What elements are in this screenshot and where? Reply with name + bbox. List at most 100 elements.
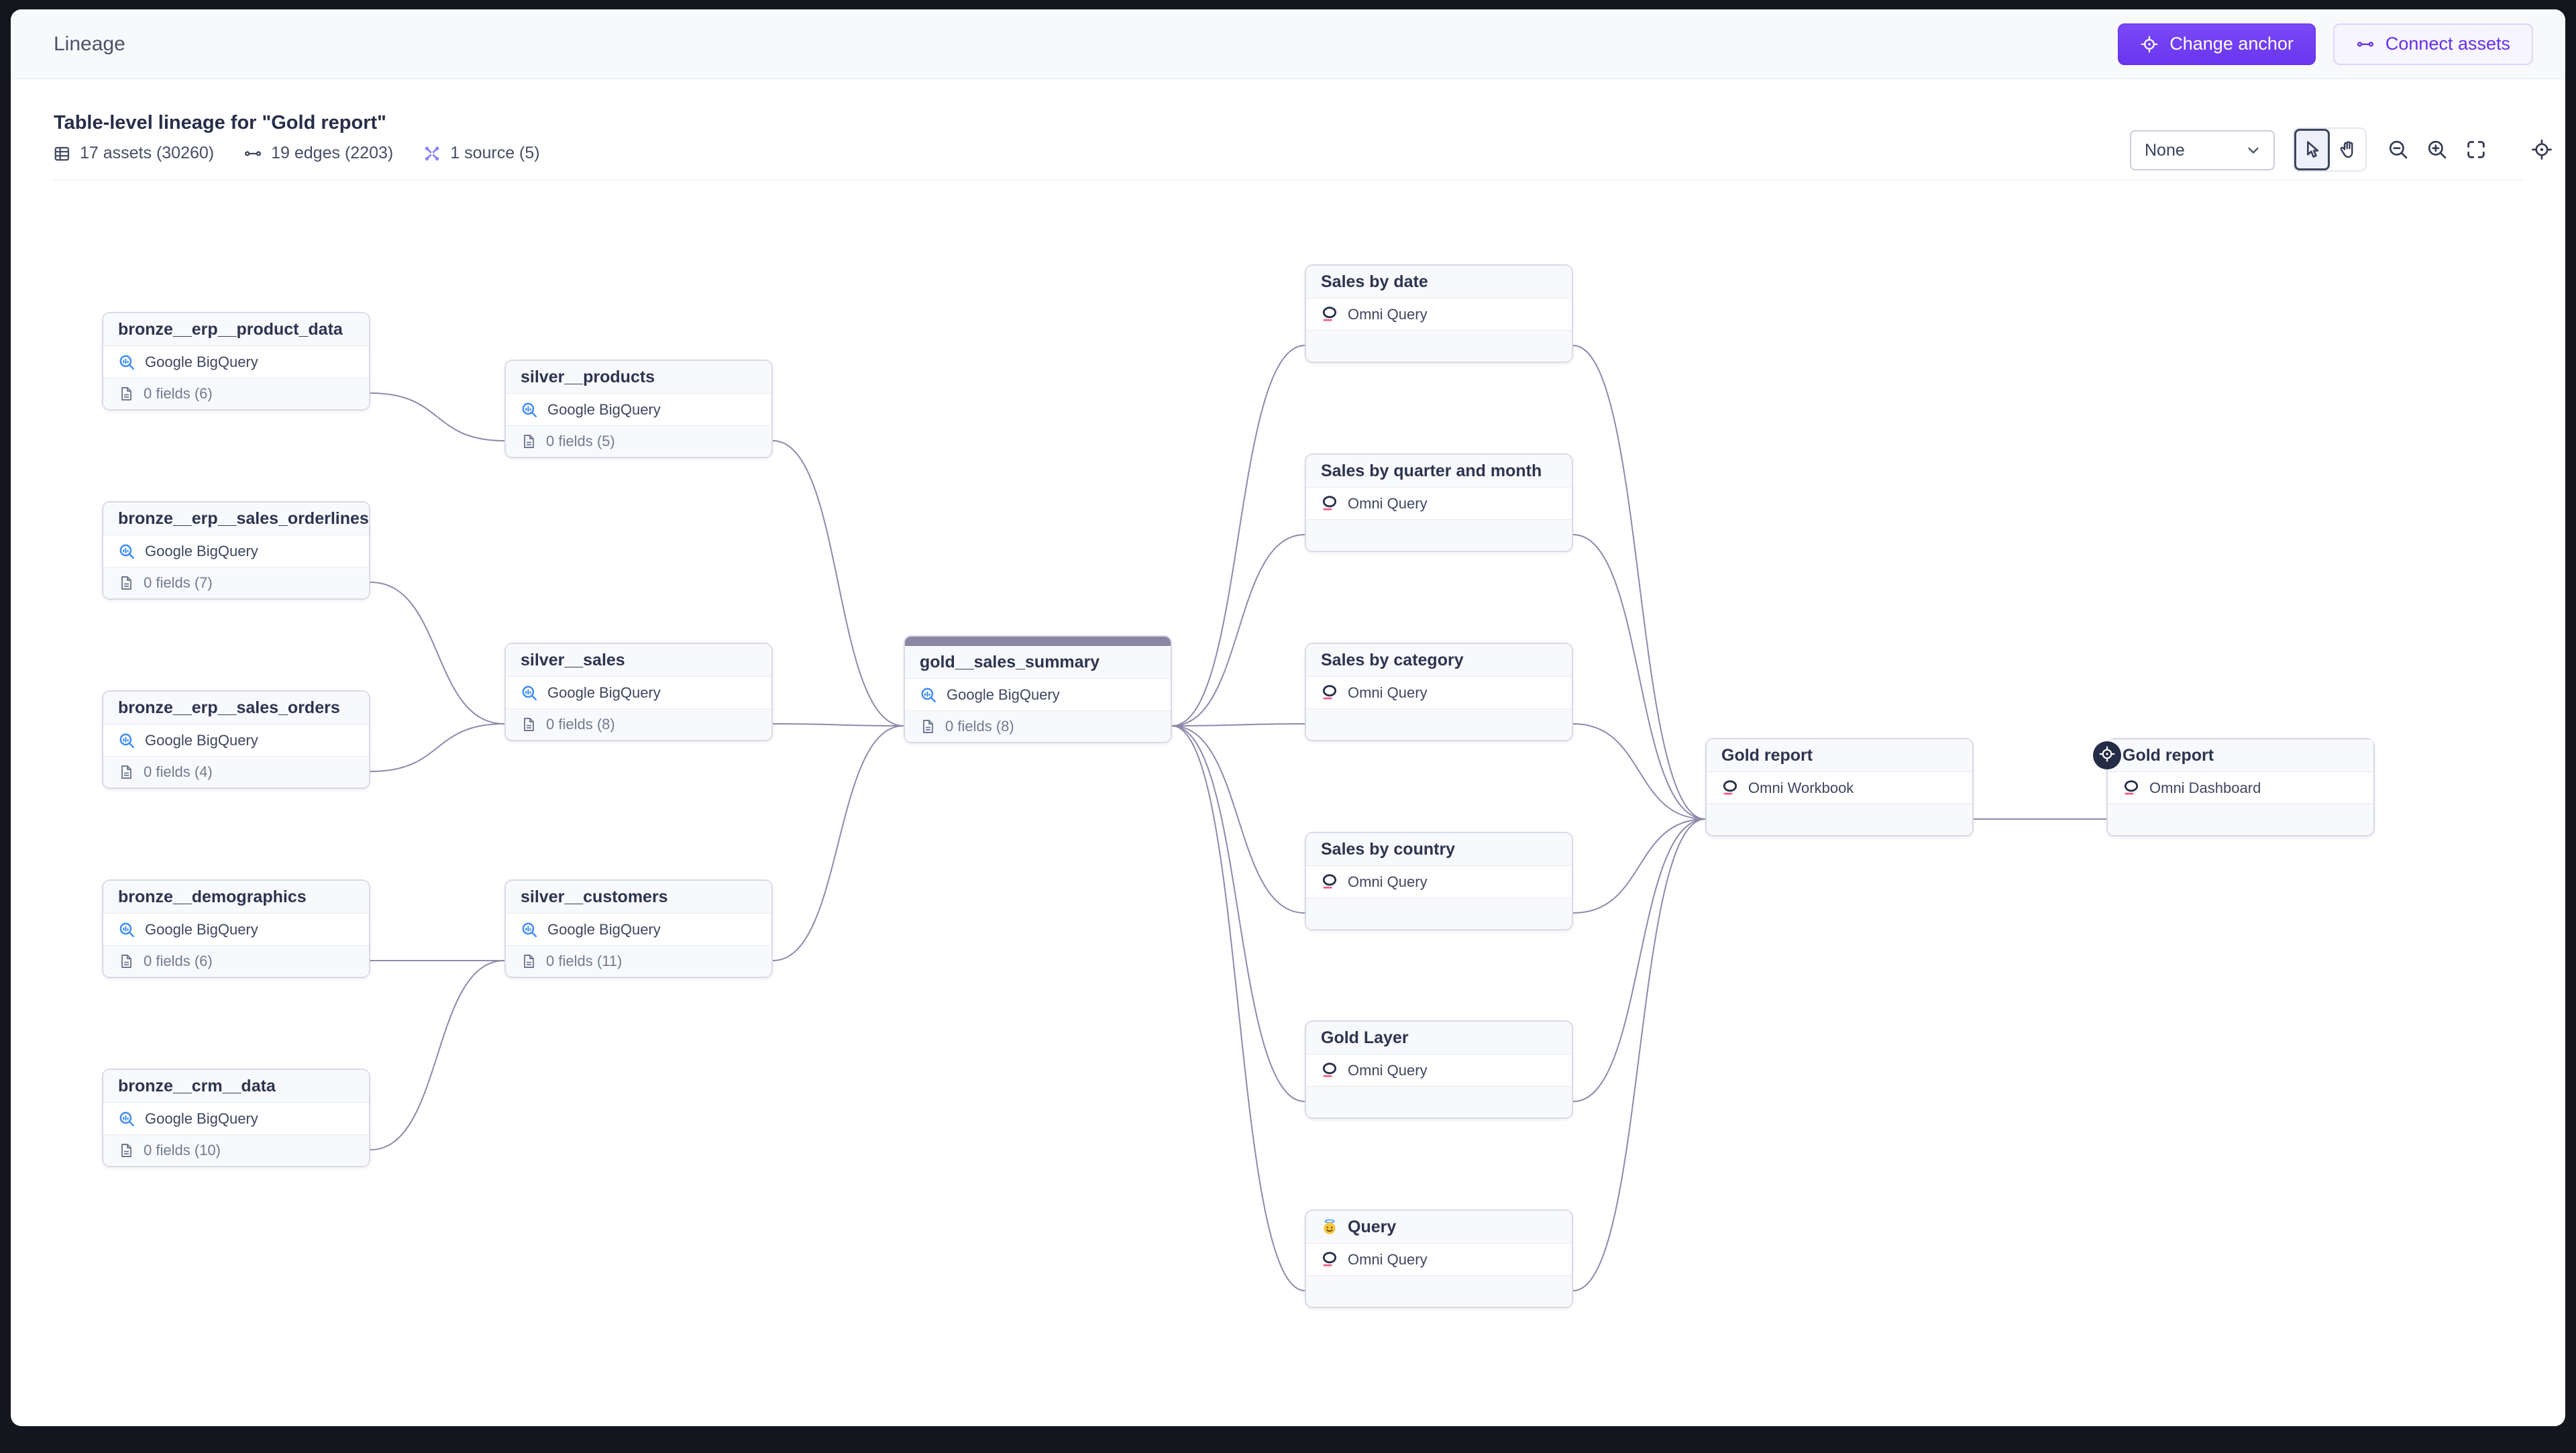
- stat-label: 19 edges (2203): [271, 144, 394, 162]
- lineage-edge: [1572, 818, 1706, 914]
- zoom-out-icon: [2387, 138, 2410, 161]
- node-title: Gold Layer: [1321, 1028, 1409, 1047]
- cursor-tool-button[interactable]: [2294, 129, 2330, 170]
- connect-assets-button[interactable]: Connect assets: [2332, 23, 2533, 65]
- node-connector-label: Google BigQuery: [547, 684, 661, 701]
- group-by-select[interactable]: None: [2130, 130, 2275, 170]
- node-connector-row: Omni Query: [1306, 298, 1572, 330]
- node-title: Sales by category: [1321, 650, 1464, 669]
- node-title-row: Gold Layer: [1306, 1022, 1572, 1054]
- node-fields-label: 0 fields (7): [144, 574, 213, 591]
- node-fields-label: 0 fields (5): [546, 433, 615, 449]
- node-title-row: bronze__crm__data: [103, 1070, 369, 1102]
- bigquery-icon: [521, 401, 538, 419]
- omni-icon: [1321, 873, 1338, 891]
- lineage-edge: [370, 392, 505, 441]
- locate-icon: [2530, 138, 2553, 161]
- zoom-out-button[interactable]: [2385, 137, 2411, 162]
- node-empty-row: [2108, 804, 2373, 835]
- fields-icon: [521, 953, 537, 969]
- node-connector-label: Google BigQuery: [145, 920, 258, 938]
- zoom-in-button[interactable]: [2424, 137, 2450, 162]
- omni-icon: [1321, 495, 1338, 513]
- node-fields-row[interactable]: 0 fields (6): [103, 945, 369, 977]
- fields-icon: [521, 716, 537, 733]
- zoom-in-icon: [2426, 138, 2449, 161]
- lineage-edge: [1572, 534, 1706, 820]
- node-connector-row: Google BigQuery: [103, 345, 369, 378]
- pan-tool-button[interactable]: [2330, 129, 2365, 170]
- canvas-tools: [2385, 137, 2555, 162]
- stat-item: 1 source (5): [423, 144, 540, 163]
- source-split-icon: [423, 144, 441, 163]
- node-connector-row: Omni Query: [1306, 487, 1572, 519]
- node-title-row: bronze__erp__sales_orderlines: [103, 502, 369, 535]
- bigquery-icon: [521, 921, 538, 938]
- lineage-title: Table-level lineage for "Gold report": [54, 112, 386, 133]
- node-title-row: bronze__erp__sales_orders: [103, 692, 369, 724]
- lineage-edge: [1572, 818, 1706, 1102]
- node-title-row: Sales by date: [1306, 266, 1572, 298]
- node-connector-row: Omni Workbook: [1707, 771, 1972, 804]
- node-fields-row[interactable]: 0 fields (8): [905, 710, 1171, 742]
- node-title-row: Sales by country: [1306, 833, 1572, 865]
- node-title: silver__customers: [521, 887, 668, 906]
- change-anchor-button[interactable]: Change anchor: [2118, 23, 2316, 65]
- node-title: Gold report: [2123, 746, 2214, 765]
- anchor-node-badge: [2093, 741, 2121, 769]
- node-title: bronze__erp__sales_orderlines: [118, 508, 369, 528]
- cursor-icon: [2302, 139, 2323, 160]
- node-title: Query: [1348, 1217, 1397, 1236]
- fields-icon: [521, 433, 537, 449]
- node-fields-row[interactable]: 0 fields (11): [506, 945, 771, 977]
- bigquery-icon: [118, 921, 136, 938]
- lineage-edge: [1171, 345, 1305, 726]
- node-fields-row[interactable]: 0 fields (5): [506, 425, 771, 457]
- node-fields-row[interactable]: 0 fields (6): [103, 378, 369, 409]
- lineage-stats: 17 assets (30260) 19 edges (2203) 1 source…: [52, 144, 540, 163]
- node-connector-label: Google BigQuery: [145, 353, 258, 370]
- node-fields-label: 0 fields (8): [945, 718, 1014, 735]
- node-fields-row[interactable]: 0 fields (8): [506, 708, 771, 740]
- node-fields-row[interactable]: 0 fields (10): [103, 1134, 369, 1166]
- fields-icon: [118, 575, 134, 591]
- fit-view-button[interactable]: [2463, 137, 2489, 162]
- lineage-edge: [370, 960, 505, 1150]
- node-connector-label: Omni Query: [1348, 873, 1428, 890]
- node-title: bronze__erp__product_data: [118, 319, 343, 339]
- node-fields-row[interactable]: 0 fields (4): [103, 756, 369, 788]
- omni-icon: [2123, 779, 2140, 797]
- stat-label: 17 assets (30260): [80, 144, 215, 162]
- node-fields-row[interactable]: 0 fields (7): [103, 567, 369, 598]
- node-connector-row: Google BigQuery: [103, 535, 369, 567]
- node-connector-label: Google BigQuery: [145, 1110, 258, 1127]
- chevron-down-icon: [2244, 141, 2263, 160]
- locate-anchor-button[interactable]: [2529, 137, 2555, 162]
- lineage-edge: [1171, 534, 1305, 726]
- bigquery-icon: [920, 686, 937, 704]
- node-fields-label: 0 fields (10): [144, 1142, 221, 1159]
- node-title-row: gold__sales_summary: [905, 646, 1171, 678]
- node-title-row: Sales by category: [1306, 644, 1572, 676]
- lineage-edge: [1572, 723, 1706, 820]
- fields-icon: [920, 718, 936, 735]
- lineage-edge: [772, 723, 904, 726]
